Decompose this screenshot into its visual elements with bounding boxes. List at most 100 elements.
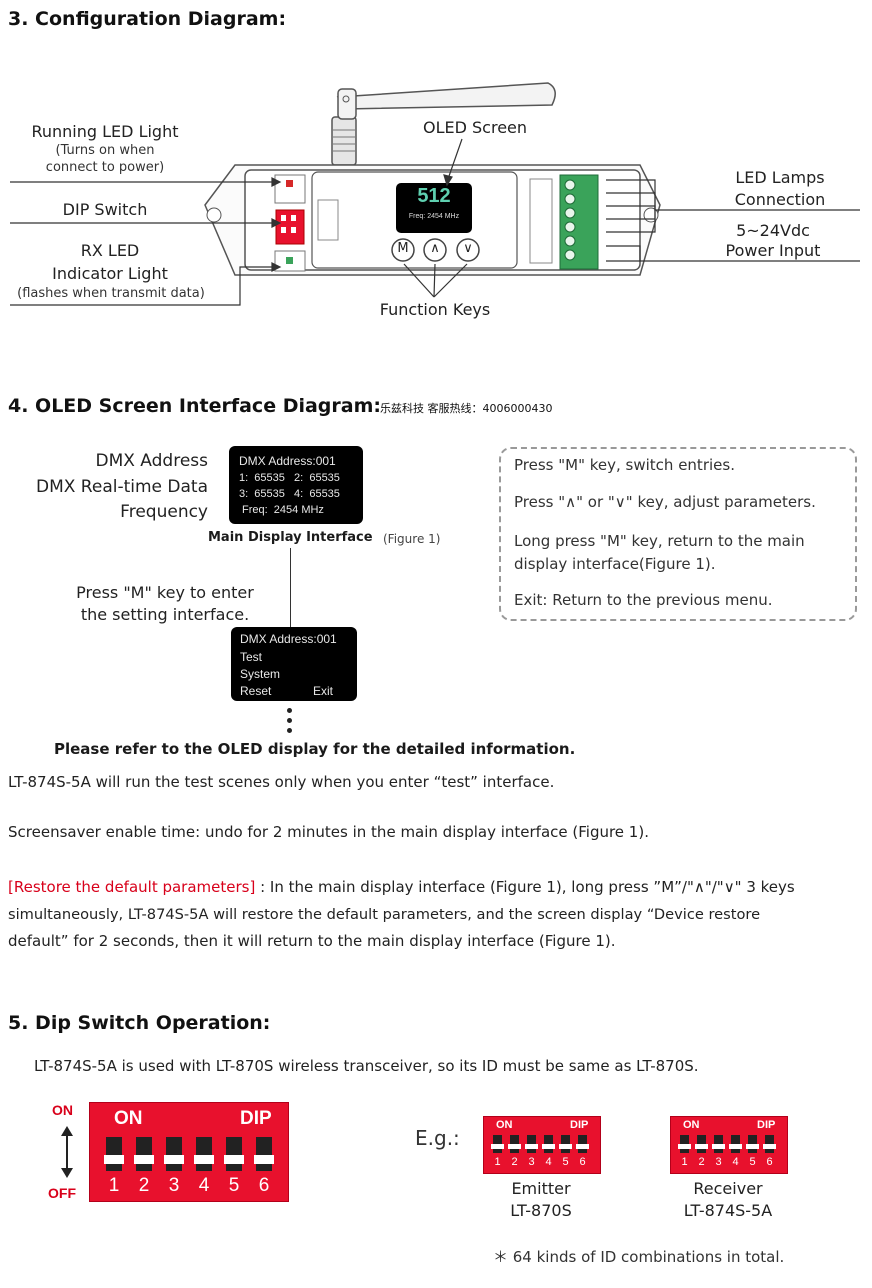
dip-switch-number: 6 [766,1156,773,1168]
main-screen-line3: 3: 65535 4: 65535 [239,488,340,500]
press-m-text-2: the setting interface. [80,605,250,624]
on-label: ON [52,1102,73,1118]
setting-line4-exit: Exit [313,684,334,698]
running-led-sub2: connect to power) [45,160,165,175]
dip-switch-slot [729,1135,742,1153]
dip-switch-slot [104,1137,124,1171]
dip-switch-slot [134,1137,154,1171]
restore-line2: simultaneously, LT-874S-5A will restore … [8,906,761,923]
up-key-icon[interactable]: ∧ [430,241,440,256]
receiver-dip: DIP [757,1119,776,1131]
dip-switch-number: 5 [228,1175,240,1196]
section-4-title: 4. OLED Screen Interface Diagram: [8,395,381,417]
restore-heading: [Restore the default parameters] [8,878,256,896]
setting-screen: DMX Address:001 Test System Reset Exit [231,627,357,701]
dip-switch-number: 3 [528,1156,535,1168]
dip-switch-slot [164,1137,184,1171]
emitter-model: LT-870S [510,1201,572,1220]
dip-switch-number: 3 [715,1156,722,1168]
connector-line [290,548,291,630]
dip-switch-slot [576,1135,589,1153]
dip-switch-number: 4 [198,1175,210,1196]
press-m-text: Press "M" key to enter [76,583,254,602]
restore-line1: : In the main display interface (Figure … [255,878,795,896]
dip-switch-number: 1 [108,1175,120,1196]
configuration-diagram [10,82,860,306]
off-label: OFF [48,1185,76,1201]
m-key-icon[interactable]: M [397,241,409,256]
continuation-dots [287,708,293,736]
receiver-model: LT-874S-5A [683,1201,773,1220]
dip-switch-number: 5 [562,1156,569,1168]
emitter-label: Emitter [511,1179,571,1198]
dip-intro: LT-874S-5A is used with LT-870S wireless… [34,1057,699,1075]
dip-switch-knob [729,1144,742,1149]
setting-line2: Test [240,650,263,664]
dip-switch-knob [576,1144,589,1149]
device-display-value: 512 [417,185,451,207]
dip-switch-knob [746,1144,759,1149]
dip-switch-knob [164,1155,184,1164]
dip-switch-slot [559,1135,572,1153]
dip-switch-slot [695,1135,708,1153]
device-display-freq: Freq: 2454 MHz [408,213,460,220]
dip-switch-number: 1 [681,1156,688,1168]
main-display-screen: DMX Address:001 1: 65535 2: 65535 3: 655… [229,446,363,524]
dip-large-on: ON [114,1108,143,1129]
rx-led-label: RX LED [80,241,140,260]
eg-label: E.g.: [415,1126,460,1150]
rx-led-sub: (flashes when transmit data) [17,286,205,301]
section-5-title: 5. Dip Switch Operation: [8,1012,271,1034]
dip-switch-slot [508,1135,521,1153]
dip-switch-number: 4 [545,1156,552,1168]
running-led-label: Running LED Light [31,122,179,141]
dip-switch-slot [224,1137,244,1171]
dip-switch-knob [695,1144,708,1149]
dip-switch-slot [746,1135,759,1153]
dip-switch-knob [254,1155,274,1164]
main-screen-line4: Freq: 2454 MHz [242,504,324,516]
down-key-icon[interactable]: ∨ [463,241,473,256]
dip-switch-slot [678,1135,691,1153]
running-led-sub1: (Turns on when [55,143,155,158]
hotline-text: 乐兹科技 客服热线：4006000430 [380,402,553,415]
paragraph-restore: [Restore the default parameters] : In th… [8,874,858,901]
main-display-caption: Main Display Interface [208,530,373,545]
dmx-address-label: DMX Address [95,451,208,471]
dip-switch-knob [763,1144,776,1149]
frequency-label: Frequency [120,502,208,522]
dip-switch-knob [134,1155,154,1164]
refer-note: Please refer to the OLED display for the… [54,740,576,758]
power-label: 5~24Vdc [736,221,810,240]
dip-switch-knob [508,1144,521,1149]
dip-switch-knob [525,1144,538,1149]
dmx-realtime-label: DMX Real-time Data [36,477,208,497]
footnote: ＊ 64 kinds of ID combinations in total. [493,1248,785,1266]
on-off-arrow-icon [61,1126,73,1178]
paragraph-test: LT-874S-5A will run the test scenes only… [8,773,555,791]
power-label-2: Power Input [725,241,821,260]
main-screen-line2: 1: 65535 2: 65535 [239,472,340,484]
dip-switch-slot [763,1135,776,1153]
setting-line4-reset: Reset [240,684,272,698]
dip-switch-knob [559,1144,572,1149]
section-3-title: 3. Configuration Diagram: [8,8,287,30]
dip-switch-number: 6 [579,1156,586,1168]
instruction-box [499,447,857,621]
dip-switch-slot [525,1135,538,1153]
dip-switch-knob [678,1144,691,1149]
dip-switch-slot [491,1135,504,1153]
main-screen-line1: DMX Address:001 [239,454,336,468]
dip-switch-number: 2 [138,1175,150,1196]
instruction-3b: display interface(Figure 1). [514,555,716,573]
oled-screen-label: OLED Screen [422,118,528,137]
setting-line3: System [240,667,281,681]
dip-switch-knob [194,1155,214,1164]
dip-switch-number: 3 [168,1175,180,1196]
dip-switch-knob [542,1144,555,1149]
restore-line3: default” for 2 seconds, then it will ret… [8,932,616,950]
dip-switch-knob [712,1144,725,1149]
dip-switch-slot [542,1135,555,1153]
rx-led-label-2: Indicator Light [52,264,168,283]
